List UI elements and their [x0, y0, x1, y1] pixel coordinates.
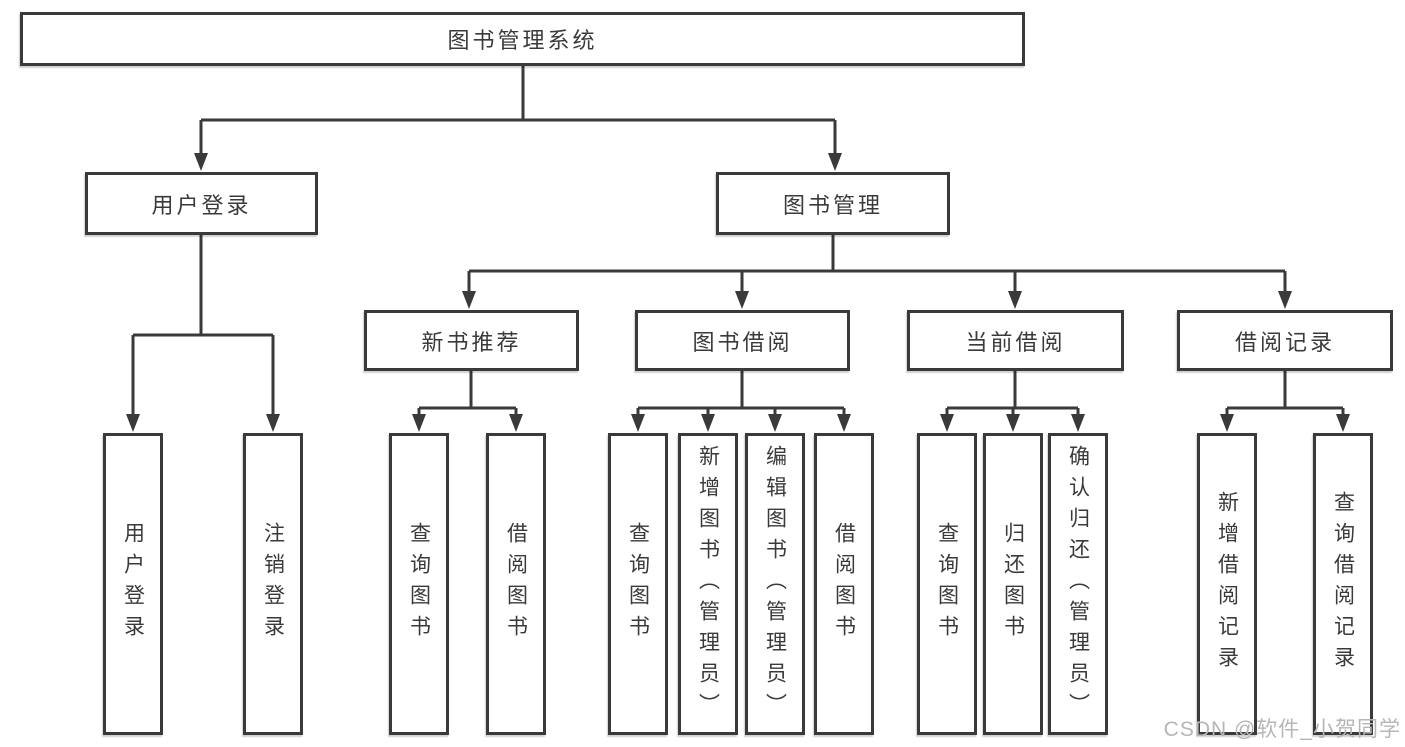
leaf-user-login-label: 用户登录 — [121, 522, 145, 646]
leaf-confirm-return-admin-label: 确认归还（管理员） — [1066, 444, 1090, 724]
node-new-book-recommend: 新书推荐 — [364, 310, 579, 371]
leaf-return-books: 归还图书 — [983, 433, 1043, 735]
node-current-borrowing: 当前借阅 — [907, 310, 1124, 371]
leaf-add-book-admin-label: 新增图书（管理员） — [696, 444, 720, 724]
csdn-watermark: CSDN @软件_小贺同学 — [1163, 718, 1401, 741]
leaf-query-books-borrow: 查询图书 — [608, 433, 668, 735]
node-borrowing-records-label: 借阅记录 — [1234, 329, 1335, 355]
leaf-edit-book-admin: 编辑图书（管理员） — [745, 433, 805, 735]
leaf-logout: 注销登录 — [243, 433, 303, 735]
node-new-book-recommend-label: 新书推荐 — [421, 329, 522, 355]
leaf-query-borrow-record: 查询借阅记录 — [1313, 433, 1373, 735]
node-book-borrowing-label: 图书借阅 — [692, 329, 793, 355]
node-user-login: 用户登录 — [85, 172, 318, 235]
node-borrowing-records: 借阅记录 — [1177, 310, 1393, 371]
leaf-query-books-current-label: 查询图书 — [935, 522, 959, 646]
node-root: 图书管理系统 — [20, 12, 1025, 66]
node-root-label: 图书管理系统 — [447, 28, 598, 53]
leaf-user-login: 用户登录 — [103, 433, 163, 735]
leaf-add-borrow-record-label: 新增借阅记录 — [1215, 491, 1239, 677]
leaf-add-book-admin: 新增图书（管理员） — [678, 433, 738, 735]
leaf-borrow-books-borrow: 借阅图书 — [814, 433, 874, 735]
leaf-logout-label: 注销登录 — [261, 522, 285, 646]
node-user-login-label: 用户登录 — [151, 192, 252, 218]
leaf-query-books-borrow-label: 查询图书 — [626, 522, 650, 646]
leaf-borrow-books-newbook-label: 借阅图书 — [504, 522, 528, 646]
node-current-borrowing-label: 当前借阅 — [965, 329, 1066, 355]
leaf-query-books-current: 查询图书 — [917, 433, 977, 735]
leaf-add-borrow-record: 新增借阅记录 — [1197, 433, 1257, 735]
leaf-query-borrow-record-label: 查询借阅记录 — [1331, 491, 1355, 677]
leaf-query-books-newbook: 查询图书 — [389, 433, 449, 735]
leaf-confirm-return-admin: 确认归还（管理员） — [1048, 433, 1108, 735]
node-book-management-label: 图书管理 — [782, 192, 883, 218]
leaf-borrow-books-borrow-label: 借阅图书 — [832, 522, 856, 646]
node-book-management: 图书管理 — [716, 172, 950, 235]
leaf-edit-book-admin-label: 编辑图书（管理员） — [763, 444, 787, 724]
node-book-borrowing: 图书借阅 — [635, 310, 850, 371]
leaf-query-books-newbook-label: 查询图书 — [407, 522, 431, 646]
leaf-return-books-label: 归还图书 — [1001, 522, 1025, 646]
leaf-borrow-books-newbook: 借阅图书 — [486, 433, 546, 735]
